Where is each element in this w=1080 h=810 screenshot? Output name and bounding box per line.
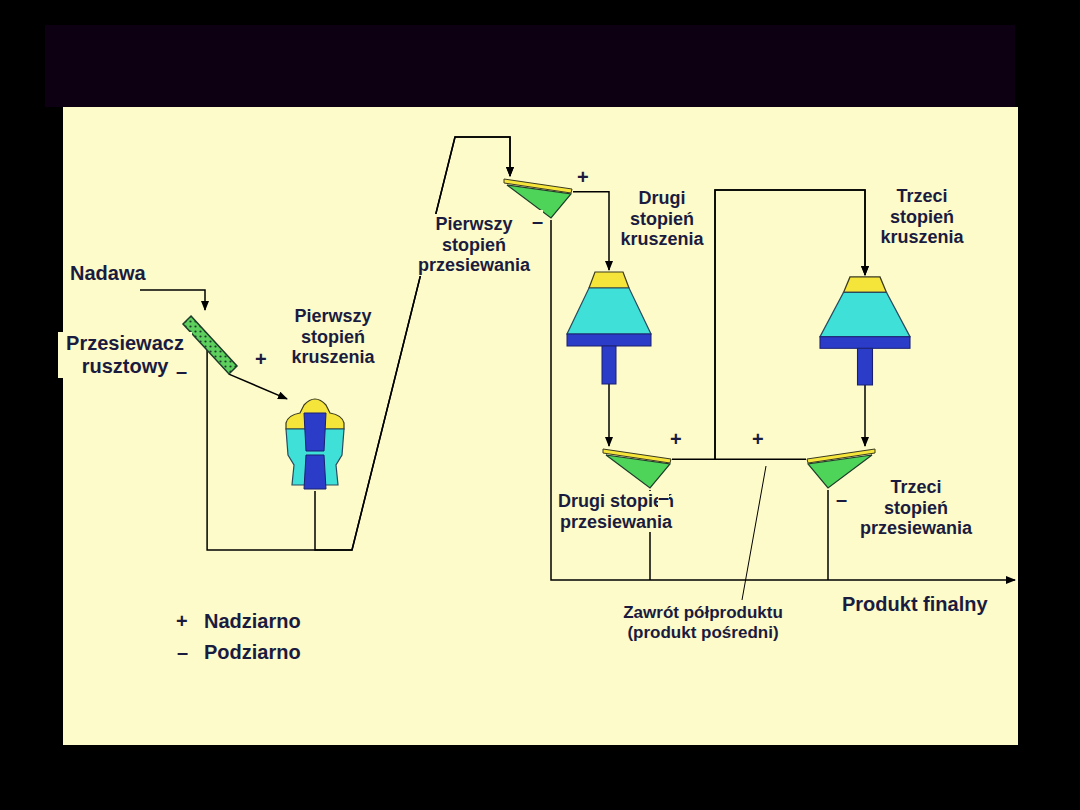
undersize-sign: – (658, 486, 669, 509)
size-sign: + (752, 428, 764, 451)
product-label: Produkt finalny (842, 593, 988, 616)
legend-sign: + (176, 610, 188, 633)
size-sign: + (577, 166, 589, 189)
title-band (45, 25, 1015, 107)
screen-deck-shape (602, 446, 672, 490)
equipment-label: Drugi stopień kruszenia (612, 188, 712, 250)
product-line (551, 220, 1015, 580)
flow-connector (207, 137, 510, 550)
legend-text: Podziarno (204, 641, 301, 664)
undersize-line (827, 490, 829, 580)
primary-crusher: Pierwszy stopień kruszenia (280, 393, 350, 491)
flow-connector (573, 192, 609, 270)
cone-crusher: Drugi stopień kruszenia (567, 270, 651, 384)
equipment-label: Przesiewacz rusztowy (58, 332, 192, 378)
undersize-sign: – (532, 210, 543, 233)
legend-sign: – (177, 641, 188, 664)
feed-line (140, 290, 205, 310)
feed-label: Nadawa (70, 262, 146, 285)
recycle-note: Zawrót półproduktu (produkt pośredni) (613, 603, 793, 642)
flow-connector (229, 374, 287, 399)
flow-connector (864, 385, 866, 446)
undersize-sign: – (836, 488, 847, 511)
flow-connector (608, 384, 610, 446)
primary-crusher-shape (280, 393, 350, 491)
size-sign: – (176, 360, 187, 383)
leader-line (742, 466, 766, 600)
cone-crusher-shape (567, 270, 651, 384)
equipment-label: Trzeci stopień kruszenia (872, 186, 972, 248)
size-sign: + (255, 348, 267, 371)
cone-crusher-shape (820, 275, 910, 385)
screen-deck: Drugi stopień przesiewania (602, 446, 672, 490)
screen-deck: Trzeci stopień przesiewania (806, 446, 876, 490)
equipment-label: Trzeci stopień przesiewania (856, 477, 976, 539)
equipment-label: Pierwszy stopień przesiewania (418, 214, 530, 276)
legend-text: Nadziarno (204, 610, 301, 633)
equipment-label: Pierwszy stopień kruszenia (283, 306, 383, 368)
grizzly-screen: Przesiewacz rusztowy (183, 314, 239, 376)
size-sign: + (670, 428, 682, 451)
cone-crusher: Trzeci stopień kruszenia (820, 275, 910, 385)
